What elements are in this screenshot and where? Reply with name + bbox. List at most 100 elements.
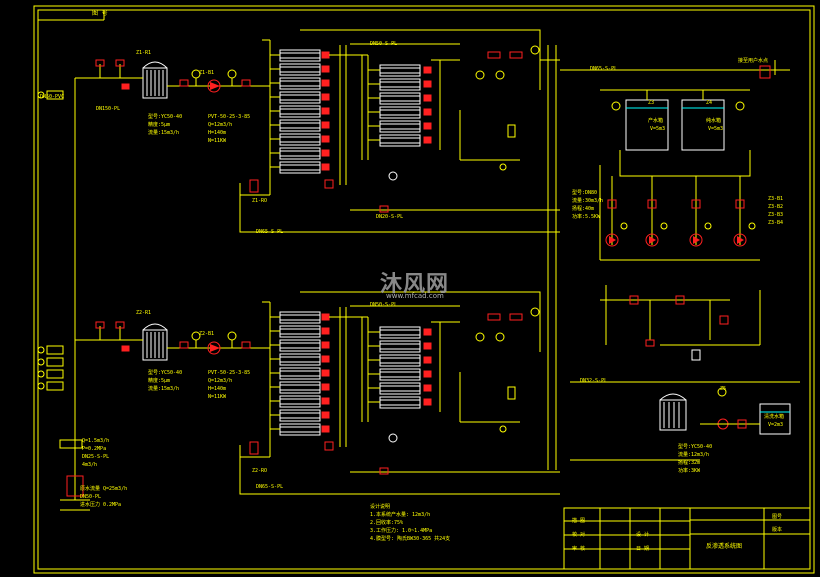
upper-membrane-s1 [279, 147, 321, 160]
upper-pump-spec-3: N=11KW [208, 138, 227, 144]
dist-valve-1 [647, 199, 657, 209]
clean-gauge-tag [717, 387, 727, 397]
lower-membrane-cap [423, 342, 432, 350]
upper-pump-spec-2: H=140m [208, 130, 227, 136]
lower-valve [249, 441, 259, 455]
dist-drain [691, 349, 701, 361]
tb-right-a: 图号 [772, 514, 783, 520]
clean-pump-spec-1: 流量:12m3/h [678, 452, 710, 458]
dist-pump-arrow-0 [609, 236, 616, 244]
lower-filter-tank [142, 329, 168, 361]
dist-valve-0 [607, 199, 617, 209]
upper-check-valve [121, 83, 130, 90]
tb-col-e: 日 期 [636, 546, 650, 552]
feed-flowmeter [59, 439, 83, 449]
lower-membrane-s1 [279, 325, 321, 338]
lower-gauge [499, 425, 507, 433]
design-note-3: 4.膜型号: 陶氏BW30-365 共24支 [370, 536, 451, 542]
outer-frame [33, 5, 815, 574]
lower-sample-point [388, 433, 398, 443]
clean-filter-dome [659, 393, 687, 401]
lower-pump-tag: Z2-B1 [199, 331, 215, 337]
upper-membrane-cap [321, 135, 330, 143]
lower-pump-spec-2: H=140m [208, 386, 227, 392]
lower-membrane-cap [423, 384, 432, 392]
dist-spec-1: 流量:30m3/h [572, 198, 604, 204]
upper-concentrate-line [300, 29, 541, 90]
upper-valve [241, 79, 251, 87]
dist-tag-2: Z3-B3 [768, 212, 784, 218]
upper-filter-tank [142, 67, 168, 99]
dist-tag-1: Z3-B2 [768, 204, 784, 210]
upper-membrane-s1 [279, 161, 321, 174]
feed-gauge-3 [37, 370, 45, 378]
upper-membrane-cap [423, 108, 432, 116]
feed-bottom-1: DN50-PL [80, 494, 102, 500]
lower-membrane-s1 [279, 311, 321, 324]
lower-membrane-cap [423, 328, 432, 336]
clean-pump-spec-0: 型号:YC50-40 [678, 444, 713, 450]
lower-valve [115, 321, 125, 329]
lower-membrane-s2 [379, 368, 421, 381]
design-notes-title: 设计说明 [370, 504, 391, 510]
watermark-url: www.mfcad.com [386, 292, 444, 300]
clean-tank-tag: Z5 [720, 386, 727, 392]
lower-concentrate-line [300, 291, 541, 352]
upper-valve [179, 79, 189, 87]
upper-ro-tag: Z1-RO [252, 198, 268, 204]
dist-gauge-2 [704, 222, 712, 230]
upper-gauge [227, 69, 237, 79]
upper-membrane-s2 [379, 64, 421, 77]
drawing-title: 反渗透系统图 [706, 543, 743, 550]
upper-hp-pump-arrow [210, 82, 220, 90]
lower-membrane-s2 [379, 326, 421, 339]
upper-membrane-s2 [379, 78, 421, 91]
lower-membrane-cap [321, 327, 330, 335]
lower-flowmeter [507, 386, 516, 400]
lower-membrane-cap [321, 369, 330, 377]
upper-membrane-s1 [279, 105, 321, 118]
lower-membrane-s2 [379, 396, 421, 409]
dist-pump-0 [605, 233, 619, 247]
clean-pump-spec-2: 扬程:32m [678, 460, 701, 466]
watermark-brand: 沐风网 [380, 272, 450, 297]
lower-product-line [239, 445, 560, 495]
upper-gauge [475, 70, 485, 80]
upper-pump-tag: Z1-B1 [199, 70, 215, 76]
feed-gauge-0 [37, 91, 45, 99]
feed-valve-1 [46, 345, 64, 355]
clean-tank [759, 403, 791, 435]
lower-membrane-s2 [379, 340, 421, 353]
upper-valve [324, 179, 334, 189]
lower-membrane-s2 [379, 354, 421, 367]
dist-spec-3: 功率:5.5KW [572, 214, 601, 220]
upper-valve [249, 179, 259, 193]
lower-membrane-cap [423, 398, 432, 406]
feed-note-2: DN25-S-PL [82, 454, 110, 460]
upper-filter-spec-2: 流量:15m3/h [148, 130, 180, 136]
dist-gauge-3 [748, 222, 756, 230]
dist-valve [629, 295, 639, 305]
dist-pump-3 [733, 233, 747, 247]
feed-gauge-4 [37, 382, 45, 390]
lower-pump-spec-3: N=11KW [208, 394, 227, 400]
upper-pipe-concentrate: DN50-S-PL [370, 41, 398, 47]
inner-frame [37, 9, 811, 570]
lower-filter-spec-1: 精度:5μm [148, 378, 171, 384]
feed-bottom-0: 原水流量 Q=25m3/h [80, 486, 128, 492]
upper-product-line [239, 183, 560, 233]
tank-gauge [611, 101, 621, 111]
upper-valve [379, 205, 389, 213]
feed-valve-4 [46, 381, 64, 391]
lower-membrane-s1 [279, 353, 321, 366]
feed-note-3: 4m3/h [82, 462, 98, 468]
dist-valve [645, 339, 655, 347]
dist-tag-3: Z3-B4 [768, 220, 784, 226]
upper-membrane-cap [423, 136, 432, 144]
tank-outlet-header [619, 150, 751, 177]
lower-valve [95, 321, 105, 329]
upper-membrane-cap [321, 51, 330, 59]
feed-gauge-2 [37, 358, 45, 366]
feed-valve-2 [46, 357, 64, 367]
